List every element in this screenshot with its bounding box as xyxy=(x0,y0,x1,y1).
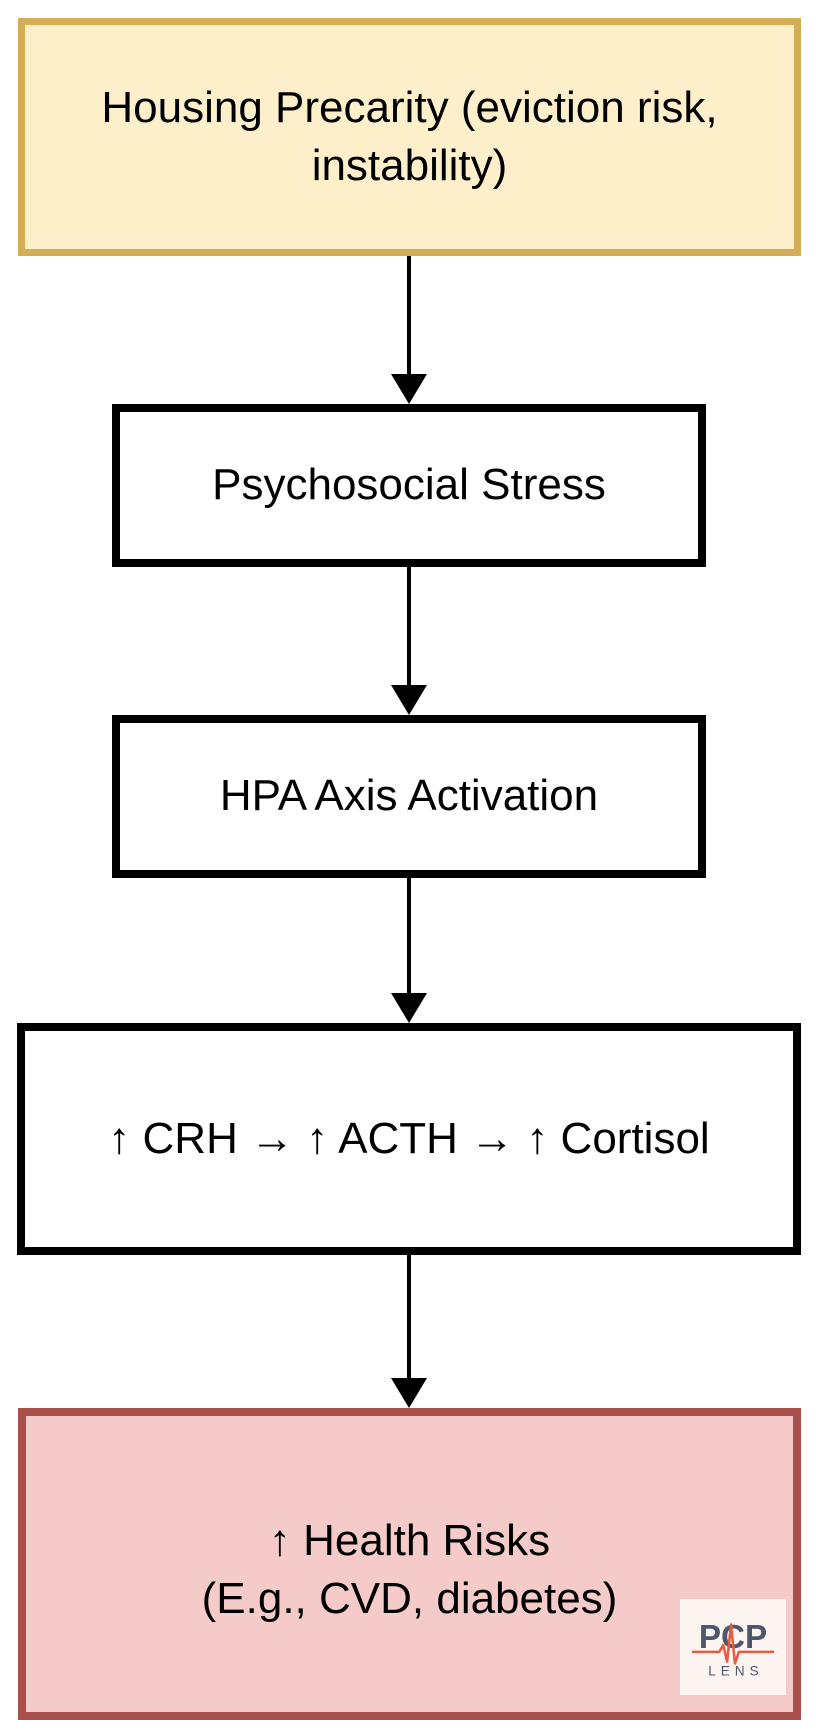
arrow-down-head-icon xyxy=(391,1378,427,1408)
flow-arrow-1 xyxy=(391,256,427,404)
arrow-down-head-icon xyxy=(391,993,427,1023)
arrow-stem xyxy=(407,256,411,374)
flow-arrow-3 xyxy=(391,878,427,1023)
node-health-risks: ↑ Health Risks (E.g., CVD, diabetes) xyxy=(18,1408,801,1720)
node-housing-precarity-line-2: instability) xyxy=(311,141,508,190)
pcp-lens-logo-icon: PCP LENS xyxy=(691,1619,775,1678)
node-health-risks-line-1: ↑ Health Risks xyxy=(268,1516,551,1565)
node-housing-precarity-line-1: Housing Precarity (eviction risk, xyxy=(101,82,718,132)
flow-arrow-4 xyxy=(391,1255,427,1408)
node-hpa-axis-activation-line-1: HPA Axis Activation xyxy=(219,771,599,821)
arrow-stem xyxy=(407,567,411,685)
logo-sub-text: LENS xyxy=(708,1663,763,1678)
flow-arrow-2 xyxy=(391,567,427,715)
node-housing-precarity: Housing Precarity (eviction risk, instab… xyxy=(18,18,801,256)
node-hpa-axis-activation: HPA Axis Activation xyxy=(112,715,706,878)
arrow-down-head-icon xyxy=(391,685,427,715)
arrow-stem xyxy=(407,1255,411,1378)
node-health-risks-line-2: (E.g., CVD, diabetes) xyxy=(201,1574,618,1624)
ecg-line-icon xyxy=(691,1623,775,1665)
arrow-stem xyxy=(407,878,411,993)
node-psychosocial-stress-line-1: Psychosocial Stress xyxy=(212,460,606,510)
node-hormone-cascade: ↑ CRH → ↑ ACTH → ↑ Cortisol xyxy=(17,1023,801,1255)
arrow-down-head-icon xyxy=(391,374,427,404)
pcp-lens-watermark: PCP LENS xyxy=(680,1599,786,1695)
node-hormone-cascade-line-1: ↑ CRH → ↑ ACTH → ↑ Cortisol xyxy=(108,1113,710,1163)
node-psychosocial-stress: Psychosocial Stress xyxy=(112,404,706,567)
